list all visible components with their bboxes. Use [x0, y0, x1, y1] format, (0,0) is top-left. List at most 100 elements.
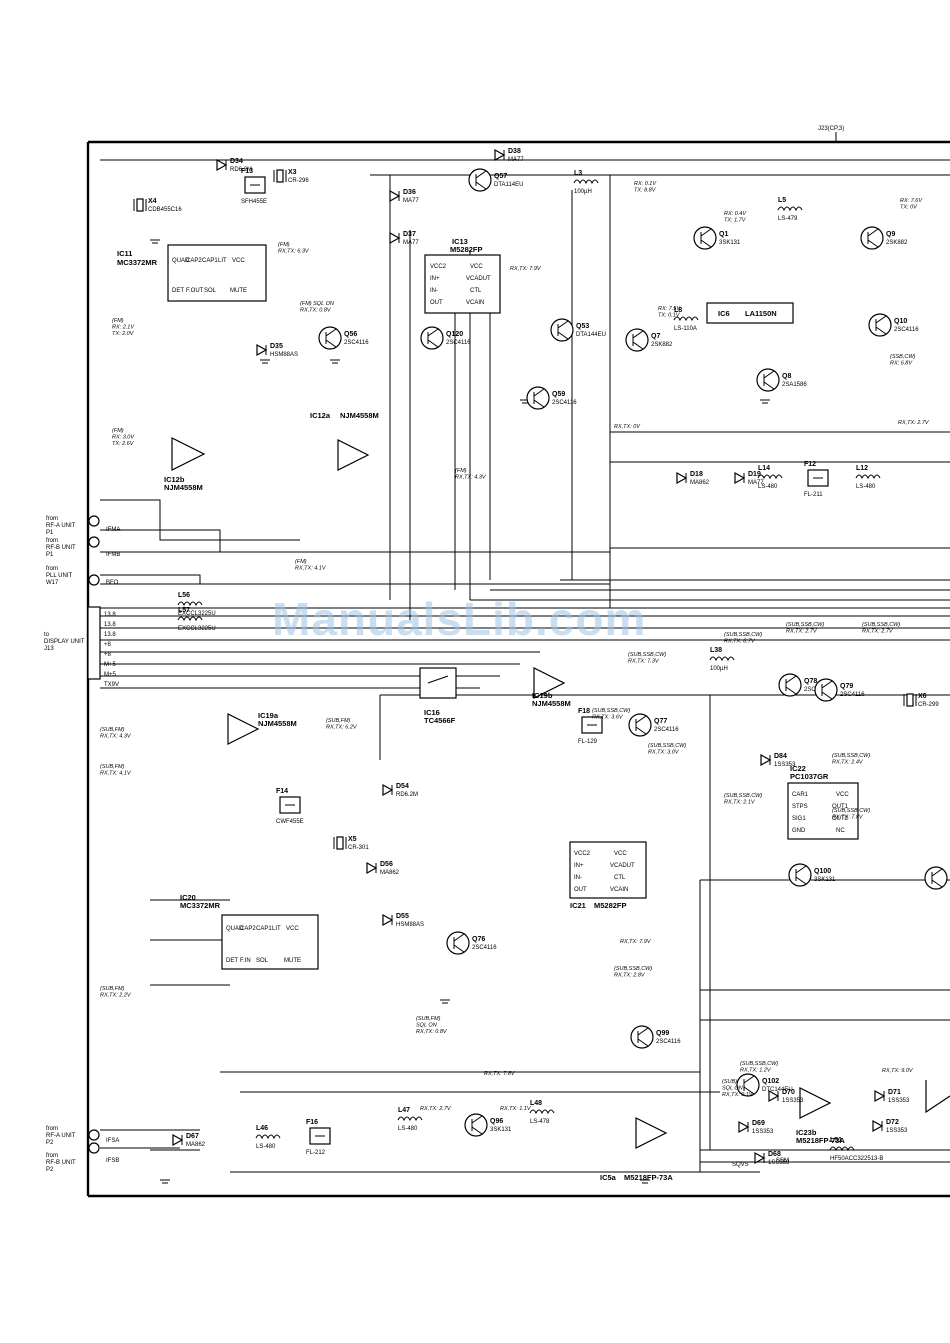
- transistor-ref: Q79: [840, 683, 853, 690]
- inductor-value: 100µH: [710, 666, 728, 672]
- transistor-ref: Q57: [494, 173, 507, 180]
- ic16-part: TC4566F: [424, 716, 456, 725]
- svg-text:CAP2: CAP2: [240, 926, 256, 932]
- diode-part: 1SS353: [782, 1098, 804, 1104]
- inductor-ref: L5: [778, 197, 786, 204]
- inductor-ref: L57: [178, 607, 190, 614]
- diode-ref: D54: [396, 783, 409, 790]
- port-p1-from: from: [46, 516, 58, 522]
- ic19b-ref: IC19b: [532, 691, 553, 700]
- ic5a-part: M5218FP-73A: [624, 1173, 673, 1182]
- inductor-value: LS-480: [856, 484, 876, 490]
- svg-text:VCC2: VCC2: [574, 851, 591, 857]
- svg-text:IN-: IN-: [430, 288, 438, 294]
- ic19a-opamp: [227, 713, 260, 745]
- inductor-ref: L14: [758, 465, 770, 472]
- transistor-part: 3SK131: [719, 240, 741, 246]
- display-line-1: 13.8: [104, 612, 116, 618]
- ic20-part: MC3372MR: [180, 901, 221, 910]
- svg-text:NC: NC: [836, 828, 845, 834]
- voltage-note-n36: RX,TX: 9.0V: [882, 1068, 914, 1074]
- inductor-value: LS-480: [256, 1144, 276, 1150]
- inductor-ref: L8: [674, 307, 682, 314]
- transistor-q101: Q1013SK131: [924, 866, 948, 890]
- ic12a-part: NJM4558M: [340, 411, 379, 420]
- svg-text:F.IN: F.IN: [240, 958, 251, 964]
- inductor-ref: L56: [178, 592, 190, 599]
- ic13-part: M5282FP: [450, 245, 483, 254]
- port-p2-net: IFMB: [106, 552, 120, 558]
- port-p1-unit: RF-A UNIT: [46, 523, 76, 529]
- transistor-ref: Q78: [804, 678, 817, 685]
- inductor-ref: L51: [830, 1137, 842, 1144]
- ic22-ref: IC22: [790, 764, 806, 773]
- filter-part: FL-212: [306, 1150, 326, 1156]
- net-sqvs: SQVS: [732, 1162, 749, 1168]
- ic19b-opamp: [533, 667, 566, 699]
- crystal-part: CR-301: [348, 845, 369, 851]
- ic5a-opamp: [635, 1117, 668, 1149]
- svg-text:LIT: LIT: [218, 258, 227, 264]
- diode-ref: D19: [748, 471, 761, 478]
- svg-text:CAP2: CAP2: [186, 258, 202, 264]
- inductor-ref: L47: [398, 1107, 410, 1114]
- inductor-ref: L38: [710, 647, 722, 654]
- crystal-ref: X3: [288, 169, 297, 176]
- display-line-7: M+5: [104, 672, 117, 678]
- diode-part: HSM88AS: [270, 352, 298, 358]
- filter-part: SFH455E: [241, 199, 267, 205]
- filter-layer: F13SFH455EF12FL-211F14CWF455EF16FL-212F1…: [241, 168, 829, 1156]
- port-p1-net: IFMA: [106, 527, 120, 533]
- diode-layer: D34RD6.2MD35HSM88ASD36MA77D37MA77D38MA77…: [172, 148, 910, 1166]
- inductor-value: HF50ACC322513-B: [830, 1156, 883, 1162]
- ic11-box: QUAD CAP2 CAP1 LIT VCC DET F.OUT SOL MUT…: [167, 244, 267, 302]
- ic13-ref: IC13: [452, 237, 468, 246]
- transistor-part: 2SC4116: [552, 400, 577, 406]
- port-p4-net: IFSA: [106, 1138, 119, 1144]
- inductor-value: 100µH: [574, 189, 592, 195]
- inductor-value: LS-478: [530, 1119, 550, 1125]
- ic11-part: MC3372MR: [117, 258, 158, 267]
- voltage-note-n23: (SUB,SSB,CW)RX,TX: 3.0V: [648, 743, 686, 756]
- svg-text:IN-: IN-: [574, 875, 582, 881]
- voltage-note-n31: (SUB,SSB,CW)RX,TX: 1.2V: [740, 1061, 778, 1074]
- transistor-ref: Q53: [576, 323, 589, 330]
- port-p5-unit: RF-B UNIT: [46, 1160, 76, 1166]
- diode-part: MA77: [403, 240, 419, 246]
- svg-text:VCC2: VCC2: [430, 264, 447, 270]
- inductor-value: LS-480: [758, 484, 778, 490]
- display-line-4: +8: [104, 642, 112, 648]
- transistor-part: 3SK131: [490, 1127, 512, 1133]
- svg-text:VCAIN: VCAIN: [466, 300, 484, 306]
- transistor-ref: Q76: [472, 936, 485, 943]
- inductor-ref: L12: [856, 465, 868, 472]
- svg-text:SOL: SOL: [204, 288, 217, 294]
- voltage-note-n22: (SUB,FM)RX,TX: 6.2V: [326, 718, 358, 731]
- transistor-part: 2SC4116: [654, 727, 679, 733]
- ic6-part: LA1150N: [745, 309, 777, 318]
- diode-part: MA862: [186, 1142, 206, 1148]
- diode-ref: D35: [270, 343, 283, 350]
